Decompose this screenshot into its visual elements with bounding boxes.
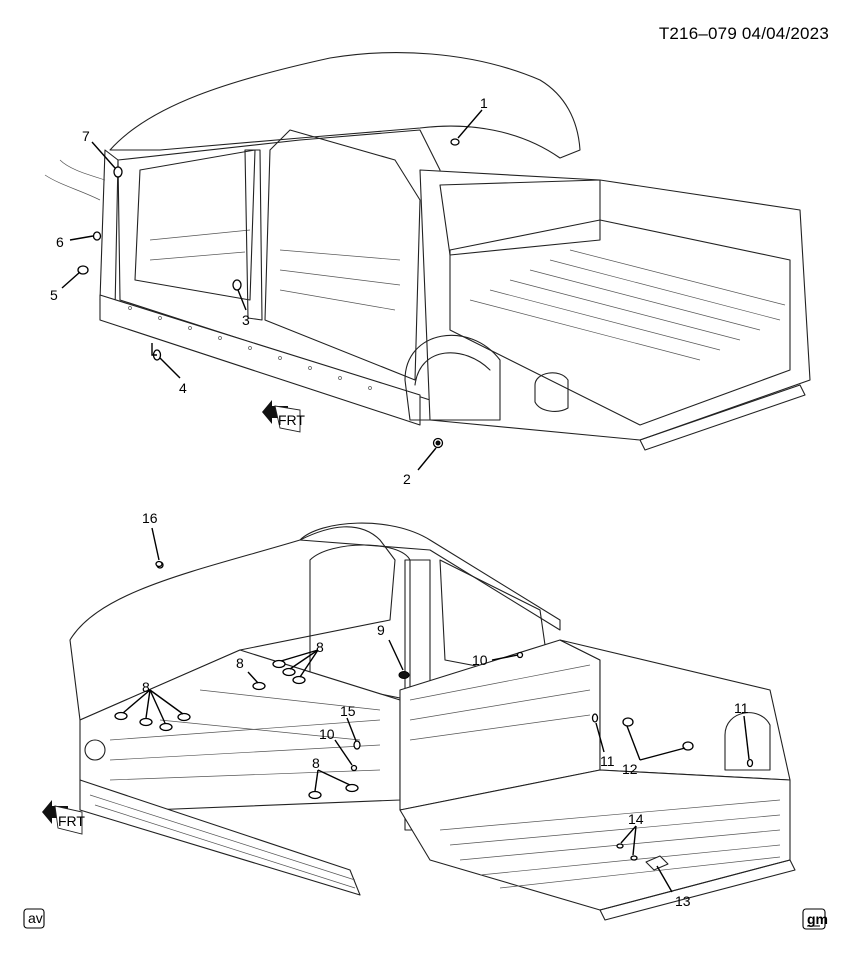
callout-14: 14 [628, 811, 644, 827]
av-badge-label: av [28, 910, 43, 926]
callout-9: 9 [377, 622, 385, 638]
frt-arrow-top: FRT [262, 400, 305, 433]
gm-logo-badge: gm [802, 908, 828, 930]
callout-8-upper: 8 [316, 639, 324, 655]
callout-16: 16 [142, 510, 158, 526]
callout-8-mid: 8 [236, 655, 244, 671]
callout-8-left: 8 [142, 679, 150, 695]
callout-2: 2 [403, 471, 411, 487]
lower-body-drawing [69, 522, 796, 921]
gm-badge-label: gm [807, 911, 828, 927]
callout-8-lower: 8 [312, 755, 320, 771]
upper-leaders [61, 109, 483, 471]
frt-label-bottom: FRT [58, 813, 85, 829]
upper-plugs [77, 138, 460, 449]
callout-11-left: 11 [600, 753, 615, 769]
callout-13: 13 [675, 893, 691, 909]
header-reference: T216–079 04/04/2023 [658, 24, 829, 43]
callout-1: 1 [480, 95, 488, 111]
callout-10-lower: 10 [319, 726, 335, 742]
upper-body-drawing [44, 52, 811, 451]
callout-6: 6 [56, 234, 64, 250]
lower-plugs [114, 560, 754, 871]
callout-12: 12 [622, 761, 638, 777]
callout-15: 15 [340, 703, 356, 719]
callout-7: 7 [82, 128, 90, 144]
callout-5: 5 [50, 287, 58, 303]
callout-4: 4 [179, 380, 187, 396]
av-badge: av [23, 908, 45, 929]
frt-arrow-bottom: FRT [42, 800, 85, 835]
lower-leaders [122, 527, 750, 893]
callout-10-upper: 10 [472, 652, 488, 668]
callout-3: 3 [242, 312, 250, 328]
callout-11-right: 11 [734, 700, 749, 716]
frt-label-top: FRT [278, 412, 305, 428]
